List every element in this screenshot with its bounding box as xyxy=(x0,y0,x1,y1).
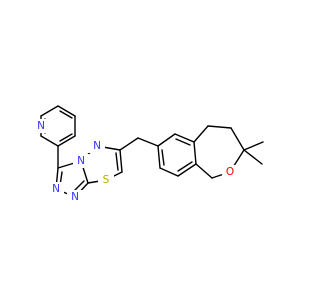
bond xyxy=(175,138,191,146)
bond xyxy=(137,137,159,147)
bond xyxy=(59,110,73,119)
bond xyxy=(59,133,73,142)
bond xyxy=(119,137,139,151)
bond xyxy=(230,127,245,151)
triazole-nitrogen-bottom-atom: N xyxy=(67,190,83,204)
bond xyxy=(57,105,76,117)
atom-label: O xyxy=(226,166,234,178)
bond xyxy=(40,105,59,117)
bond xyxy=(115,152,119,171)
bond xyxy=(193,141,197,165)
atom-label: N xyxy=(93,140,101,152)
atom-label: N xyxy=(37,120,45,132)
bond xyxy=(174,133,195,143)
thiadiazole-nitrogen-atom: N xyxy=(89,139,105,153)
bond-layer xyxy=(40,105,264,198)
atom-label: S xyxy=(103,174,110,186)
atom-label: N xyxy=(77,155,85,167)
pyridine-nitrogen-atom: N xyxy=(33,119,49,133)
bond xyxy=(193,125,209,143)
bond xyxy=(119,149,123,173)
bond xyxy=(177,161,193,172)
molecule-structure: N N N N N S O xyxy=(33,105,264,204)
thiadiazole-sulfur-atom: S xyxy=(98,173,114,187)
bond xyxy=(195,163,213,179)
bond xyxy=(157,145,161,169)
atom-label: N xyxy=(71,191,79,203)
bond xyxy=(243,141,264,151)
bond xyxy=(161,149,165,166)
bond xyxy=(177,163,197,177)
atom-label: N xyxy=(52,183,60,195)
bond xyxy=(159,167,179,177)
chromane-oxygen-atom: O xyxy=(222,165,238,179)
triazole-nitrogen-left-atom: N xyxy=(48,182,64,196)
triazole-nitrogen-top-atom: N xyxy=(73,154,89,168)
atom-layer: N N N N N S O xyxy=(33,119,238,204)
bond xyxy=(57,135,76,147)
bond xyxy=(207,125,232,129)
bond xyxy=(243,149,263,165)
bond xyxy=(40,135,59,147)
bond xyxy=(157,133,176,147)
